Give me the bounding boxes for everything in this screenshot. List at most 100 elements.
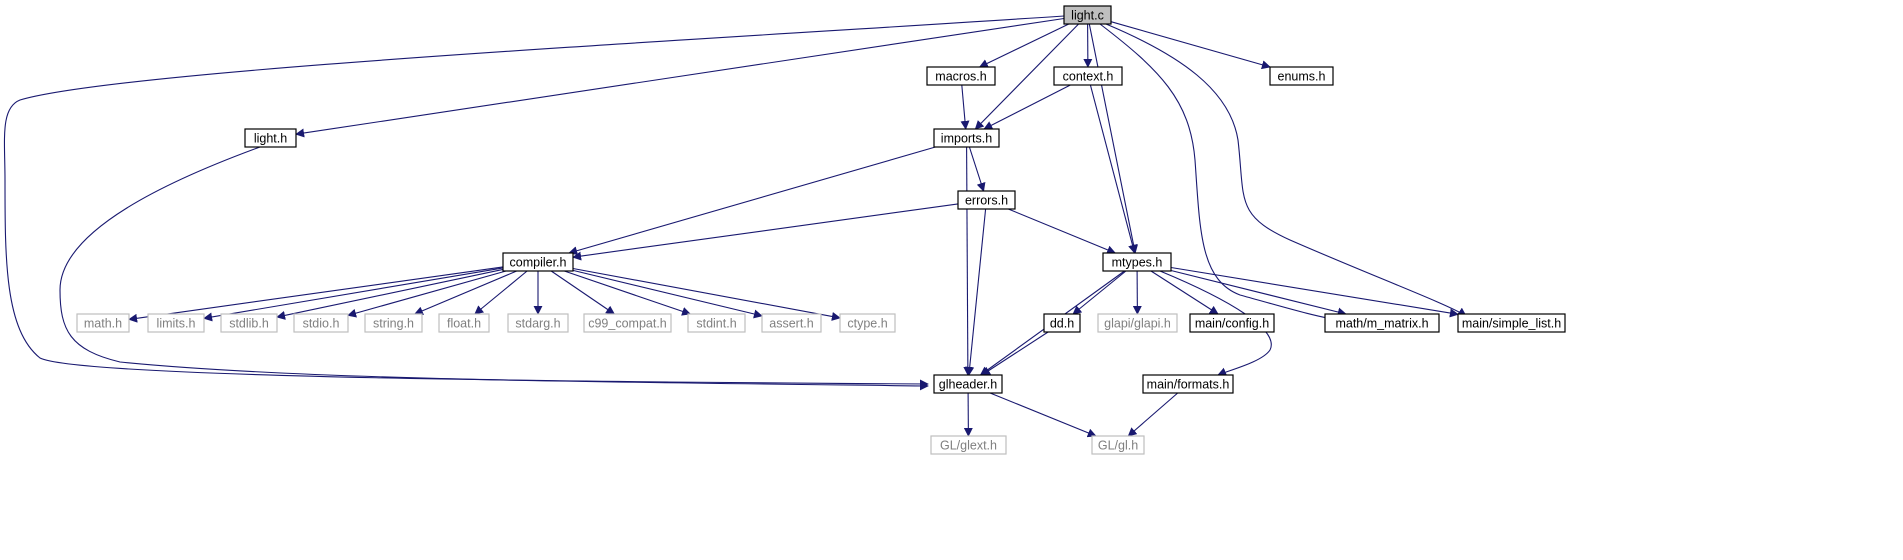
node-label: macros.h <box>935 69 986 83</box>
edge-compiler-h-to-limits-h <box>203 267 504 322</box>
edge-errors-h-to-glheader-h <box>965 208 987 376</box>
node-label: assert.h <box>769 316 814 330</box>
node-label: stdlib.h <box>229 316 269 330</box>
edge-compiler-h-to-string-h <box>413 270 517 315</box>
node-label: math/m_matrix.h <box>1335 316 1428 330</box>
node-macros-h[interactable]: macros.h <box>926 66 996 86</box>
node-context-h[interactable]: context.h <box>1053 66 1123 86</box>
edge-mtypes-h-to-dd-h <box>1072 270 1127 315</box>
node-box <box>1043 313 1081 333</box>
node-box <box>1269 66 1334 86</box>
node-box <box>1324 313 1440 333</box>
node-config-h[interactable]: main/config.h <box>1189 313 1275 333</box>
node-label: main/formats.h <box>1147 377 1230 391</box>
edge-light-c-to-simple-list-h <box>1105 23 1467 317</box>
edge-light-c-to-mtypes-h <box>1088 23 1139 254</box>
node-box <box>933 374 1003 394</box>
edge-imports-h-to-glheader-h <box>963 146 973 376</box>
node-errors-h[interactable]: errors.h <box>957 190 1016 210</box>
node-label: main/config.h <box>1195 316 1269 330</box>
node-glext-h: GL/glext.h <box>930 435 1007 455</box>
node-enums-h[interactable]: enums.h <box>1269 66 1334 86</box>
node-ctype-h: ctype.h <box>839 313 896 333</box>
edges <box>3 15 1467 438</box>
node-box <box>930 435 1007 455</box>
edge-compiler-h-to-stdint-h <box>564 270 692 316</box>
edge-light-c-to-m-matrix-h <box>1099 23 1341 324</box>
node-box <box>507 313 569 333</box>
node-box <box>583 313 672 333</box>
edge-compiler-h-to-ctype-h <box>572 267 841 321</box>
edge-compiler-h-to-math-h <box>128 266 504 323</box>
node-float-h: float.h <box>438 313 490 333</box>
edge-compiler-h-to-stdlib-h <box>276 268 504 320</box>
node-label: light.h <box>254 131 287 145</box>
node-box <box>502 252 574 272</box>
node-c99-compat-h: c99_compat.h <box>583 313 672 333</box>
edge-light-c-to-enums-h <box>1110 21 1271 70</box>
node-gl-h: GL/gl.h <box>1091 435 1145 455</box>
node-box <box>926 66 996 86</box>
node-compiler-h[interactable]: compiler.h <box>502 252 574 272</box>
node-box <box>933 128 1000 148</box>
edge-compiler-h-to-c99-compat-h <box>550 270 616 315</box>
edge-light-c-to-light-h <box>295 17 1065 138</box>
node-label: enums.h <box>1278 69 1326 83</box>
edge-light-c-to-imports-h <box>974 23 1079 130</box>
node-label: string.h <box>373 316 414 330</box>
node-box <box>1457 313 1566 333</box>
node-stdint-h: stdint.h <box>687 313 746 333</box>
node-box <box>438 313 490 333</box>
node-box <box>364 313 423 333</box>
node-label: limits.h <box>157 316 196 330</box>
node-label: light.c <box>1071 8 1104 22</box>
node-stdlib-h: stdlib.h <box>220 313 278 333</box>
node-box <box>1142 374 1234 394</box>
edge-imports-h-to-compiler-h <box>568 146 936 256</box>
node-label: GL/gl.h <box>1098 438 1138 452</box>
node-simple-list-h[interactable]: main/simple_list.h <box>1457 313 1566 333</box>
edge-compiler-h-to-assert-h <box>572 269 763 319</box>
edge-macros-h-to-imports-h <box>960 84 970 130</box>
edge-formats-h-to-gl-h <box>1127 392 1179 437</box>
edge-context-h-to-imports-h <box>983 84 1071 130</box>
node-formats-h[interactable]: main/formats.h <box>1142 374 1234 394</box>
node-label: errors.h <box>965 193 1008 207</box>
node-mtypes-h[interactable]: mtypes.h <box>1102 252 1172 272</box>
node-box <box>1097 313 1178 333</box>
node-light-c: light.c <box>1063 5 1112 25</box>
edge-light-c-to-glheader-h <box>3 15 1065 389</box>
edge-compiler-h-to-float-h <box>474 270 528 315</box>
node-label: context.h <box>1063 69 1114 83</box>
node-math-h: math.h <box>76 313 130 333</box>
node-box <box>1053 66 1123 86</box>
node-dd-h[interactable]: dd.h <box>1043 313 1081 333</box>
nodes: light.c macros.h context.h enums.h light.h im… <box>76 5 1566 455</box>
node-label: mtypes.h <box>1112 255 1163 269</box>
node-m-matrix-h[interactable]: math/m_matrix.h <box>1324 313 1440 333</box>
node-label: GL/glext.h <box>940 438 997 452</box>
node-box <box>1189 313 1275 333</box>
node-light-h[interactable]: light.h <box>244 128 297 148</box>
edge-compiler-h-to-stdio-h <box>347 270 507 318</box>
node-imports-h[interactable]: imports.h <box>933 128 1000 148</box>
node-box <box>761 313 822 333</box>
node-label: glheader.h <box>939 377 997 391</box>
node-box <box>957 190 1016 210</box>
node-box <box>1063 5 1112 25</box>
node-label: dd.h <box>1050 316 1074 330</box>
node-label: stdio.h <box>303 316 340 330</box>
node-label: c99_compat.h <box>588 316 667 330</box>
node-label: compiler.h <box>510 255 567 269</box>
node-stdarg-h: stdarg.h <box>507 313 569 333</box>
edge-mtypes-h-to-simple-list-h <box>1170 266 1459 318</box>
node-box <box>839 313 896 333</box>
edge-glheader-h-to-gl-h <box>989 392 1097 438</box>
edge-mtypes-h-to-config-h <box>1150 270 1219 315</box>
node-label: stdint.h <box>696 316 736 330</box>
edge-errors-h-to-compiler-h <box>572 203 959 261</box>
edge-errors-h-to-mtypes-h <box>1008 208 1117 255</box>
node-glheader-h[interactable]: glheader.h <box>933 374 1003 394</box>
node-limits-h: limits.h <box>147 313 205 333</box>
